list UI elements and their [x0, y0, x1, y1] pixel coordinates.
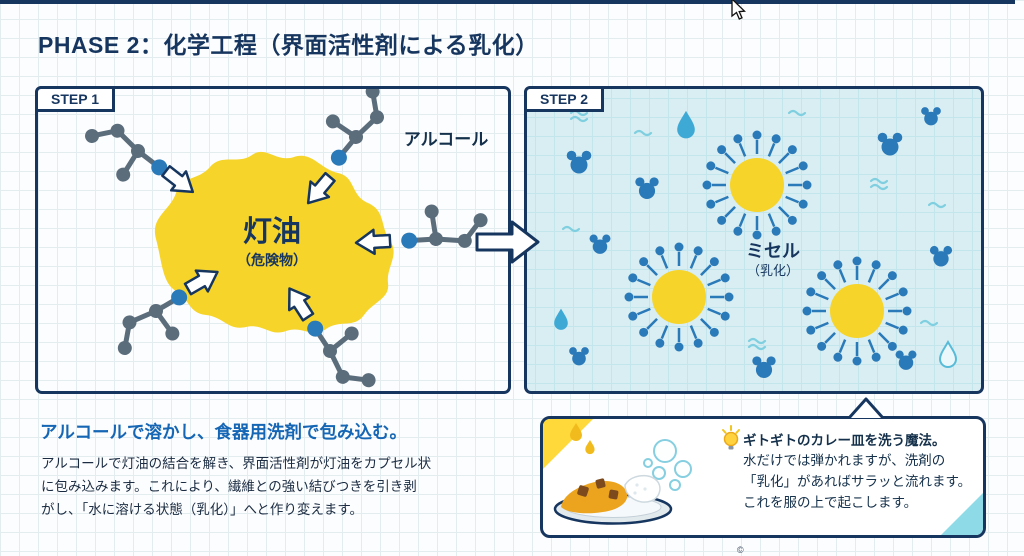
water-molecule-icon: [752, 356, 776, 378]
rice-grains: [633, 483, 647, 495]
water-drop-icon: [554, 308, 568, 330]
curry-plate-illustration: [553, 423, 692, 525]
soap-bubbles-icon: [643, 439, 692, 491]
step2-badge: STEP 2: [524, 86, 604, 112]
mouse-cursor-icon: [731, 0, 746, 20]
curry: [561, 481, 628, 514]
tip-body: 水だけでは弾かれますが、洗剤の 「乳化」があればサラッと流れます。 これを服の上…: [743, 453, 972, 510]
tip-card: ギトギトのカレー皿を洗う魔法。 水だけでは弾かれますが、洗剤の 「乳化」があれば…: [540, 416, 986, 538]
micelle-icon: [703, 131, 812, 240]
summary-heading: アルコールで溶かし、食器用洗剤で包み込む。: [40, 422, 407, 442]
wave-icon: [919, 319, 939, 327]
water-molecule-icon: [569, 347, 589, 366]
water-molecule-icon: [921, 107, 941, 126]
step1-panel: 灯油 （危険物） アルコール STEP 1: [35, 86, 511, 394]
micelle-icon: [803, 257, 912, 366]
top-rule: [0, 0, 1015, 4]
micelle-label: ミセル: [746, 241, 800, 261]
water-molecule-icon: [635, 177, 659, 199]
summary-body: アルコールで灯油の結合を解き、界面活性剤が灯油をカプセル状 に包み込みます。これ…: [41, 456, 432, 518]
alcohol-molecule: [78, 118, 174, 190]
kerosene-label: 灯油: [243, 215, 301, 248]
micelle-sublabel: （乳化）: [747, 263, 799, 278]
wave-icon: [787, 109, 807, 117]
oil-drop-icon: [570, 423, 595, 455]
water-molecule-icon: [566, 150, 592, 174]
water-molecule-icon: [877, 132, 903, 156]
wave-icon: [749, 339, 765, 349]
curry-chunks: [577, 478, 619, 500]
page-title: PHASE 2：化学工程（界面活性剤による乳化）: [38, 32, 539, 58]
water-molecule-icon: [895, 350, 917, 370]
alcohol-label: アルコール: [404, 130, 489, 149]
step2-illustration: ミセル （乳化）: [554, 107, 957, 378]
kerosene-sublabel: （危険物）: [237, 252, 307, 268]
wave-icon: [927, 201, 947, 209]
step1-illustration: 灯油 （危険物） アルコール: [38, 89, 508, 391]
water-drop-icon: [677, 110, 695, 139]
step1-badge: STEP 1: [35, 86, 115, 112]
wave-icon: [633, 129, 653, 137]
rice: [624, 474, 661, 503]
alcohol-molecule: [317, 89, 391, 173]
wave-icon: [871, 179, 887, 189]
water-drop-icon: [939, 341, 957, 368]
wave-icon: [571, 111, 587, 121]
step-transition-arrow-icon: [475, 220, 540, 264]
watermark: ©: [737, 545, 744, 555]
water-molecule-icon: [589, 234, 611, 254]
step2-panel: ミセル （乳化） STEP 2: [524, 86, 984, 394]
lightbulb-icon: [722, 425, 740, 450]
micelle-icon: [625, 243, 734, 352]
tip-card-tail: [847, 397, 885, 419]
kerosene-blob: [154, 151, 394, 333]
water-molecule-icon: [929, 245, 953, 267]
tip-title: ギトギトのカレー皿を洗う魔法。: [743, 433, 946, 448]
wave-icon: [561, 225, 581, 233]
